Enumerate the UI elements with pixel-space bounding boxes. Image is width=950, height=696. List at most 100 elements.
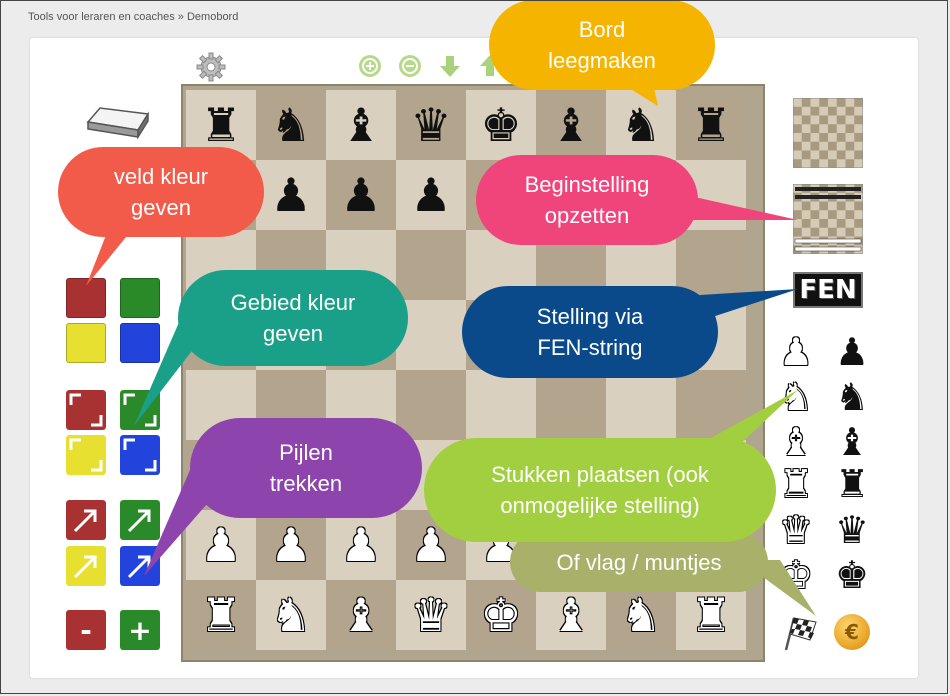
white-piece[interactable]: ♟ [340, 518, 382, 572]
board-square[interactable]: ♟ [396, 160, 466, 230]
eraser-icon[interactable] [82, 100, 152, 140]
callout-vlag: Of vlag / muntjes [510, 532, 768, 592]
palette-white-piece[interactable]: ♟ [778, 330, 814, 374]
board-square[interactable]: ♛ [396, 90, 466, 160]
board-square[interactable]: ♝ [326, 580, 396, 650]
palette-white-piece[interactable]: ♞ [778, 375, 814, 419]
fen-button[interactable]: FEN [793, 272, 863, 308]
flag-icon[interactable] [780, 612, 820, 652]
palette-white-piece[interactable]: ♜ [778, 462, 814, 506]
black-piece[interactable]: ♜ [690, 98, 732, 152]
black-piece[interactable]: ♝ [340, 98, 382, 152]
board-square[interactable] [396, 370, 466, 440]
black-piece[interactable]: ♜ [200, 98, 242, 152]
callout-text: Beginstelling opzetten [524, 172, 650, 228]
color-red-swatch[interactable] [66, 278, 106, 318]
callout-tail [700, 390, 798, 444]
black-piece[interactable]: ♞ [620, 98, 662, 152]
starting-position-button[interactable] [793, 184, 863, 254]
board-square[interactable] [466, 370, 536, 440]
black-piece[interactable]: ♞ [270, 98, 312, 152]
board-square[interactable]: ♜ [186, 580, 256, 650]
board-square[interactable]: ♜ [676, 90, 746, 160]
area-red-button[interactable] [66, 390, 106, 430]
callout-tail [740, 560, 816, 616]
board-square[interactable]: ♟ [256, 510, 326, 580]
callout-stukken: Stukken plaatsen (ook onmogelijke stelli… [424, 438, 776, 542]
white-piece[interactable]: ♟ [270, 518, 312, 572]
arrow-up-icon[interactable] [478, 54, 502, 78]
color-green-swatch[interactable] [120, 278, 160, 318]
board-square[interactable] [536, 370, 606, 440]
callout-text: veld kleur geven [113, 164, 209, 220]
board-square[interactable]: ♞ [606, 90, 676, 160]
board-square[interactable] [396, 230, 466, 300]
board-square[interactable]: ♟ [326, 510, 396, 580]
callout-tail [690, 196, 798, 220]
callout-gebied-kleur: Gebied kleur geven [178, 270, 408, 366]
white-piece[interactable]: ♜ [690, 588, 732, 642]
white-piece[interactable]: ♞ [620, 588, 662, 642]
white-piece[interactable]: ♟ [200, 518, 242, 572]
arrow-red-button[interactable] [66, 500, 106, 540]
board-square[interactable]: ♟ [186, 510, 256, 580]
palette-black-piece[interactable]: ♛ [834, 508, 870, 552]
callout-beginstelling: Beginstelling opzetten [476, 155, 698, 245]
arrow-yellow-button[interactable] [66, 546, 106, 586]
callout-veld-kleur: veld kleur geven [58, 147, 264, 237]
white-piece[interactable]: ♜ [200, 588, 242, 642]
board-square[interactable]: ♛ [396, 580, 466, 650]
callout-tail [700, 289, 798, 321]
white-piece[interactable]: ♝ [340, 588, 382, 642]
plus-button[interactable]: + [120, 610, 160, 650]
color-yellow-swatch[interactable] [66, 323, 106, 363]
gear-icon[interactable] [196, 52, 226, 82]
board-square[interactable]: ♝ [536, 90, 606, 160]
arrow-blue-button[interactable] [120, 546, 160, 586]
white-piece[interactable]: ♝ [550, 588, 592, 642]
board-square[interactable]: ♚ [466, 90, 536, 160]
callout-bord-leegmaken: Bord leegmaken [489, 0, 715, 90]
white-piece[interactable]: ♛ [410, 588, 452, 642]
minus-button[interactable]: - [66, 610, 106, 650]
black-piece[interactable]: ♝ [550, 98, 592, 152]
callout-pijlen: Pijlen trekken [190, 418, 422, 518]
callout-text: Stukken plaatsen (ook onmogelijke stelli… [491, 462, 709, 518]
palette-black-piece[interactable]: ♝ [834, 420, 870, 464]
zoom-out-icon[interactable] [398, 54, 422, 78]
callout-stelling-fen: Stelling via FEN-string [462, 286, 718, 378]
callout-text: Bord leegmaken [548, 17, 656, 73]
callout-text: Stelling via FEN-string [536, 304, 644, 360]
palette-white-piece[interactable]: ♛ [778, 508, 814, 552]
white-piece[interactable]: ♚ [480, 588, 522, 642]
board-square[interactable]: ♚ [466, 580, 536, 650]
callout-text: Gebied kleur geven [230, 290, 356, 346]
area-yellow-button[interactable] [66, 435, 106, 475]
black-piece[interactable]: ♚ [480, 98, 522, 152]
area-blue-button[interactable] [120, 435, 160, 475]
white-piece[interactable]: ♞ [270, 588, 312, 642]
board-square[interactable] [606, 370, 676, 440]
board-square[interactable]: ♟ [326, 160, 396, 230]
zoom-in-icon[interactable] [358, 54, 382, 78]
palette-white-piece[interactable]: ♝ [778, 420, 814, 464]
empty-board-button[interactable] [793, 98, 863, 168]
black-piece[interactable]: ♟ [340, 168, 382, 222]
color-blue-swatch[interactable] [120, 323, 160, 363]
black-piece[interactable]: ♟ [270, 168, 312, 222]
palette-black-piece[interactable]: ♜ [834, 462, 870, 506]
board-square[interactable]: ♟ [256, 160, 326, 230]
palette-black-piece[interactable]: ♟ [834, 330, 870, 374]
board-square[interactable]: ♝ [326, 90, 396, 160]
palette-black-piece[interactable]: ♞ [834, 375, 870, 419]
black-piece[interactable]: ♛ [410, 98, 452, 152]
arrow-down-icon[interactable] [438, 54, 462, 78]
breadcrumb[interactable]: Tools voor leraren en coaches » Demobord [28, 11, 239, 23]
palette-black-piece[interactable]: ♚ [834, 553, 870, 597]
board-square[interactable]: ♞ [256, 90, 326, 160]
callout-text: Of vlag / muntjes [556, 549, 722, 575]
board-square[interactable]: ♞ [256, 580, 326, 650]
black-piece[interactable]: ♟ [410, 168, 452, 222]
coin-icon[interactable]: € [834, 614, 870, 650]
arrow-green-button[interactable] [120, 500, 160, 540]
